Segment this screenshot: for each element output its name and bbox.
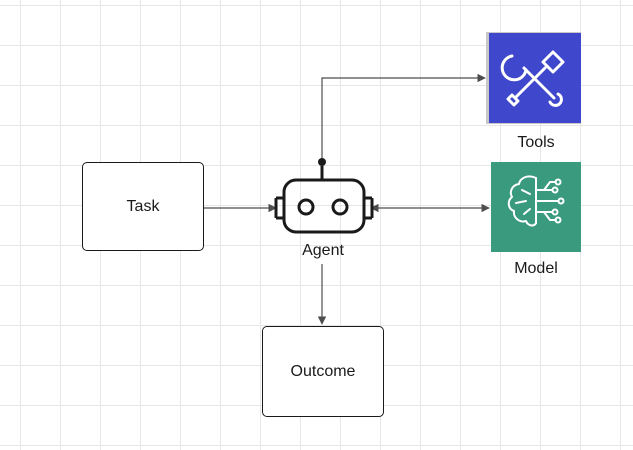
brain-circuit-icon (507, 175, 565, 227)
task-node[interactable]: Task (82, 162, 204, 251)
model-label: Model (514, 260, 558, 277)
tools-label: Tools (517, 134, 555, 151)
outcome-label: Outcome (290, 362, 356, 380)
tools-node[interactable] (486, 32, 581, 124)
edge-agent-to-tools (321, 73, 486, 160)
model-node[interactable] (491, 162, 581, 252)
robot-icon (274, 166, 374, 234)
agent-label: Agent (302, 242, 344, 259)
edge-origin-dot (318, 158, 326, 166)
task-label: Task (126, 197, 160, 215)
outcome-node[interactable]: Outcome (262, 326, 384, 417)
wrench-screwdriver-icon (500, 50, 565, 107)
